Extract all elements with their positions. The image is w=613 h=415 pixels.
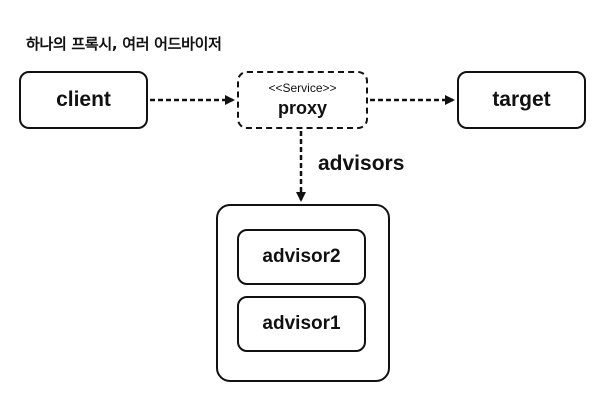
advisor1-label: advisor1 <box>262 313 341 334</box>
advisor2-label: advisor2 <box>262 246 341 267</box>
target-node: target <box>457 71 586 129</box>
advisor1-node: advisor1 <box>237 296 366 352</box>
proxy-node: <<Service>> proxy <box>237 71 368 129</box>
proxy-label: proxy <box>277 98 328 118</box>
client-node: client <box>19 71 148 129</box>
diagram-title: 하나의 프록시, 여러 어드바이저 <box>26 35 222 53</box>
target-label: target <box>492 88 551 111</box>
proxy-stereotype: <<Service>> <box>268 81 337 95</box>
advisor2-node: advisor2 <box>237 229 366 285</box>
advisors-edge-label: advisors <box>318 152 405 175</box>
client-label: client <box>56 88 111 111</box>
